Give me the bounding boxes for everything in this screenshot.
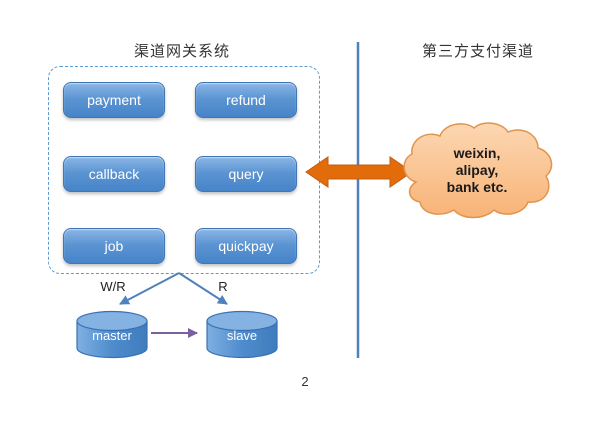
third-party-channel-title: 第三方支付渠道 [421, 43, 534, 60]
database-slave-label: slave [226, 328, 258, 343]
module-query: query [195, 156, 297, 192]
module-job: job [63, 228, 165, 264]
database-slave: slave [204, 310, 280, 360]
cylinder-shape-master [76, 310, 148, 359]
cylinder-shape-slave [206, 310, 278, 359]
gateway-system-title: 渠道网关系统 [133, 43, 230, 60]
module-callback: callback [63, 156, 165, 192]
database-master-label: master [92, 328, 132, 343]
cloud-line-alipay: alipay, [455, 161, 499, 178]
module-payment: payment [63, 82, 165, 118]
cloud-shape [403, 122, 553, 219]
database-master: master [74, 310, 150, 360]
module-quickpay: quickpay [195, 228, 297, 264]
write-read-edge-label: W/R [100, 279, 126, 294]
cloud-channel-list: weixin, alipay, bank etc. [398, 120, 556, 220]
gateway-channel-double-arrow [305, 156, 413, 188]
cloud-line-weixin: weixin, [453, 144, 501, 161]
module-refund: refund [195, 82, 297, 118]
page-number: 2 [301, 374, 309, 389]
third-party-cloud: weixin, alipay, bank etc. [398, 120, 556, 220]
read-edge-label: R [218, 279, 228, 294]
cloud-line-bank: bank etc. [446, 178, 508, 195]
